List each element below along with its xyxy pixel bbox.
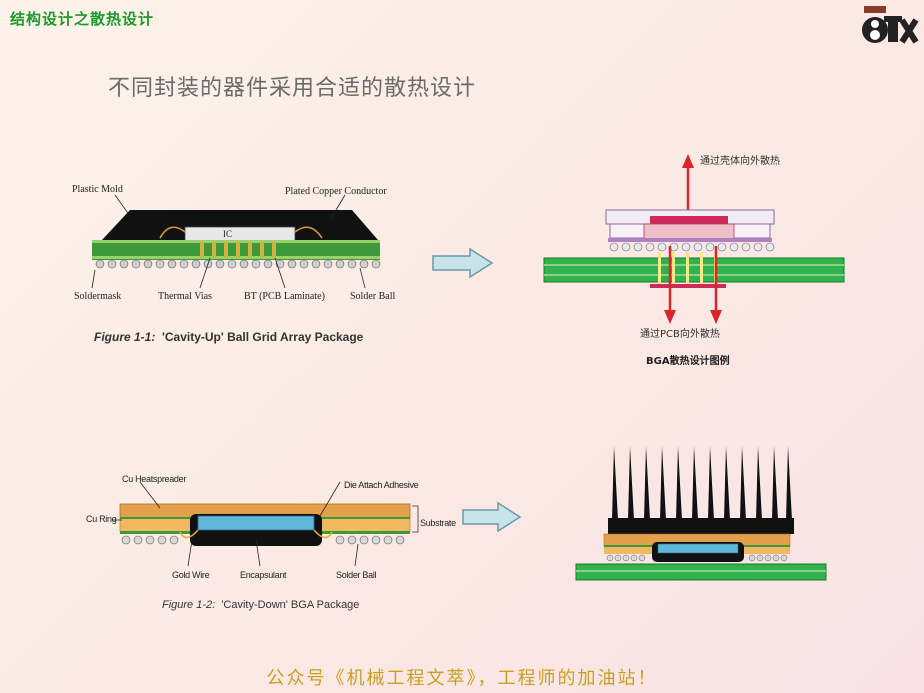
label-cu-ring: Cu Ring: [86, 514, 117, 524]
bga-thermal-path-diagram: [543, 154, 845, 324]
label-plated-copper: Plated Copper Conductor: [285, 186, 387, 197]
label-ic-die: IC: [223, 229, 232, 239]
footer-text: 公众号《机械工程文萃》，工程师的加油站！: [266, 668, 658, 689]
label-thermal-vias: Thermal Vias: [158, 291, 212, 302]
bga-diagram-caption: BGA散热设计图例: [646, 356, 730, 367]
right-arrow-icon: [462, 501, 522, 533]
label-substrate: Substrate: [420, 518, 456, 528]
label-plastic-mold: Plastic Mold: [72, 184, 123, 195]
right-arrow-icon: [432, 247, 494, 279]
brand-logo-icon: [862, 6, 919, 44]
slide-title: 不同封装的器件采用合适的散热设计: [108, 76, 477, 101]
label-heat-down-pcb: 通过PCB向外散热: [640, 329, 720, 340]
cavity-down-bga-diagram: [112, 481, 419, 567]
label-solder-ball-1: Solder Ball: [350, 291, 396, 302]
label-bt-laminate: BT (PCB Laminate): [244, 291, 325, 302]
label-heat-up-case: 通过壳体向外散热: [700, 156, 780, 167]
label-soldermask: Soldermask: [74, 291, 122, 302]
heatsink-fins: [612, 446, 792, 520]
bga-heatsink-diagram: [575, 446, 827, 581]
figure1-caption-text: 'Cavity-Up' Ball Grid Array Package: [162, 330, 364, 344]
ic-die-shape: [184, 226, 296, 243]
label-solder-ball-2: Solder Ball: [336, 570, 377, 580]
label-gold-wire: Gold Wire: [172, 570, 210, 580]
figure2-caption: Figure 1-2: 'Cavity-Down' BGA Package: [162, 599, 359, 611]
cavity-up-bga-diagram: [91, 194, 381, 289]
label-cu-heatspreader: Cu Heatspreader: [122, 474, 187, 484]
figure2-caption-number: Figure 1-2:: [162, 599, 216, 611]
figure1-caption: Figure 1-1: 'Cavity-Up' Ball Grid Array …: [94, 330, 363, 344]
figure2-caption-text: 'Cavity-Down' BGA Package: [221, 599, 360, 611]
plastic-mold-shape: [102, 210, 378, 240]
label-encapsulant: Encapsulant: [240, 570, 287, 580]
label-die-attach: Die Attach Adhesive: [344, 480, 419, 490]
header-title: 结构设计之散热设计: [10, 10, 155, 28]
figure1-caption-number: Figure 1-1:: [94, 330, 156, 344]
